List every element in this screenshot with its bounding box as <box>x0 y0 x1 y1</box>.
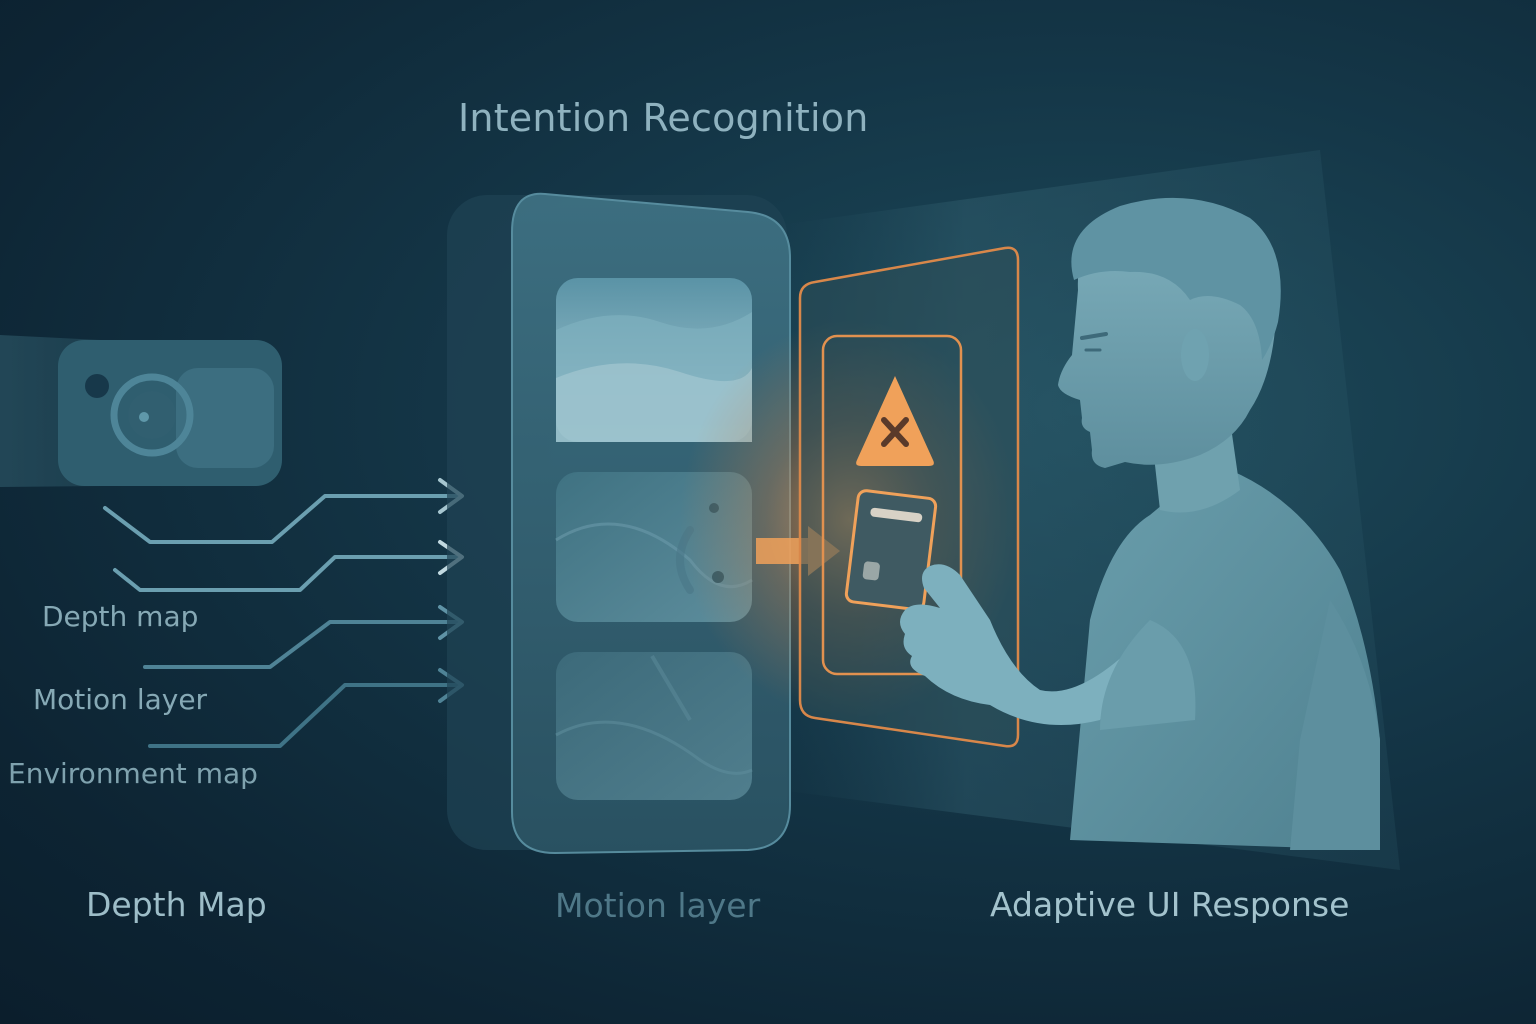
flow-line-4 <box>148 683 462 748</box>
caption-motion-layer: Motion layer <box>555 886 761 925</box>
diagram-title: Intention Recognition <box>458 96 869 140</box>
input-label-motion-layer: Motion layer <box>33 683 208 716</box>
person-figure <box>900 197 1380 850</box>
warning-x-icon <box>856 376 934 466</box>
flow-line-2 <box>113 555 462 592</box>
caption-depth-map: Depth Map <box>86 885 267 924</box>
card-icon <box>844 489 938 612</box>
adaptive-ui-inner-frame <box>821 334 963 676</box>
input-label-environment-map: Environment map <box>8 757 258 790</box>
image-tile-3 <box>556 652 752 800</box>
flow-line-3 <box>143 620 462 669</box>
flow-line-1 <box>103 494 462 544</box>
camera-icon <box>58 340 282 486</box>
caption-adaptive-ui-response: Adaptive UI Response <box>990 885 1350 924</box>
input-label-depth-map: Depth map <box>42 600 199 633</box>
